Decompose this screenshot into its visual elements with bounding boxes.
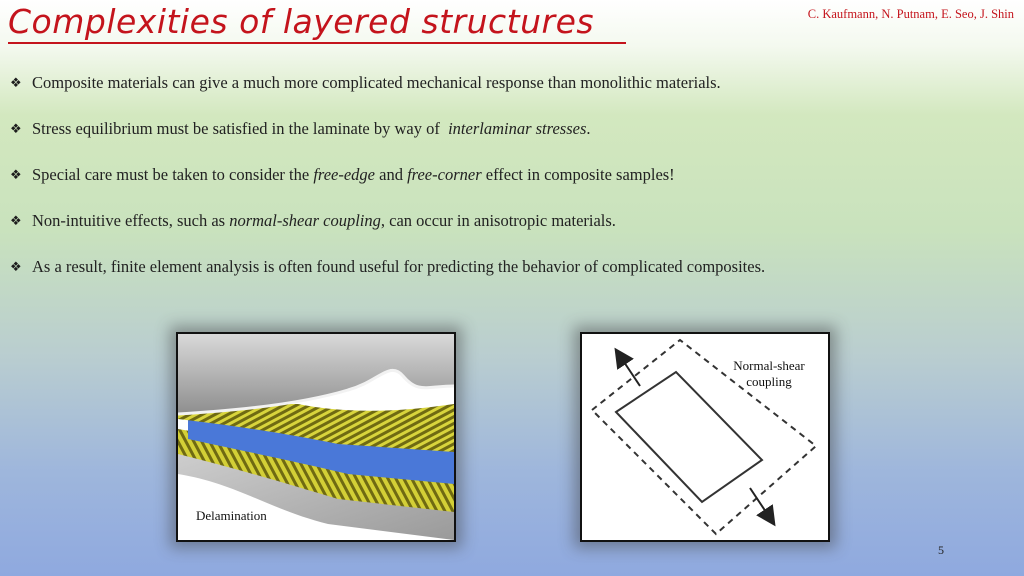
delamination-illustration <box>178 334 454 540</box>
bullet-item: ❖ Stress equilibrium must be satisfied i… <box>10 118 1010 164</box>
upper-fiber-layer <box>178 404 454 452</box>
diamond-bullet-icon: ❖ <box>10 213 22 228</box>
author-credits: C. Kaufmann, N. Putnam, E. Seo, J. Shin <box>807 7 1014 21</box>
coupling-caption-line2: coupling <box>746 374 792 389</box>
diamond-bullet-icon: ❖ <box>10 121 22 136</box>
delamination-figure: Delamination <box>176 332 456 542</box>
coupling-caption-line1: Normal-shear <box>733 358 805 373</box>
bullet-item: ❖ As a result, finite element analysis i… <box>10 256 1010 302</box>
arrow-up-left-icon <box>614 347 641 387</box>
page-number: 5 <box>938 543 944 557</box>
title-underline <box>8 42 626 44</box>
bullet-text: Special care must be taken to consider t… <box>32 165 675 184</box>
bullet-text: Composite materials can give a much more… <box>32 73 721 92</box>
diamond-bullet-icon: ❖ <box>10 259 22 274</box>
coupling-caption: Normal-shear coupling <box>714 358 824 390</box>
coupling-diagram <box>590 338 818 536</box>
bullet-text: Stress equilibrium must be satisfied in … <box>32 119 591 138</box>
bullet-item: ❖ Non-intuitive effects, such as normal-… <box>10 210 1010 256</box>
normal-shear-coupling-figure: Normal-shear coupling <box>580 332 830 542</box>
top-plate <box>178 334 454 414</box>
deformed-shape-dashed <box>590 338 818 536</box>
delamination-caption: Delamination <box>196 508 267 523</box>
slide-title: Complexities of layered structures <box>8 2 595 41</box>
diamond-bullet-icon: ❖ <box>10 75 22 90</box>
bullet-item: ❖ Special care must be taken to consider… <box>10 164 1010 210</box>
diamond-bullet-icon: ❖ <box>10 167 22 182</box>
bullet-text: Non-intuitive effects, such as normal-sh… <box>32 211 616 230</box>
bullet-list: ❖ Composite materials can give a much mo… <box>10 72 1010 302</box>
bullet-item: ❖ Composite materials can give a much mo… <box>10 72 1010 118</box>
bullet-text: As a result, finite element analysis is … <box>32 257 766 276</box>
top-plate-edge <box>178 368 454 416</box>
original-shape-solid <box>614 370 764 504</box>
blue-layer <box>188 416 454 484</box>
arrow-down-right-icon <box>749 487 776 527</box>
